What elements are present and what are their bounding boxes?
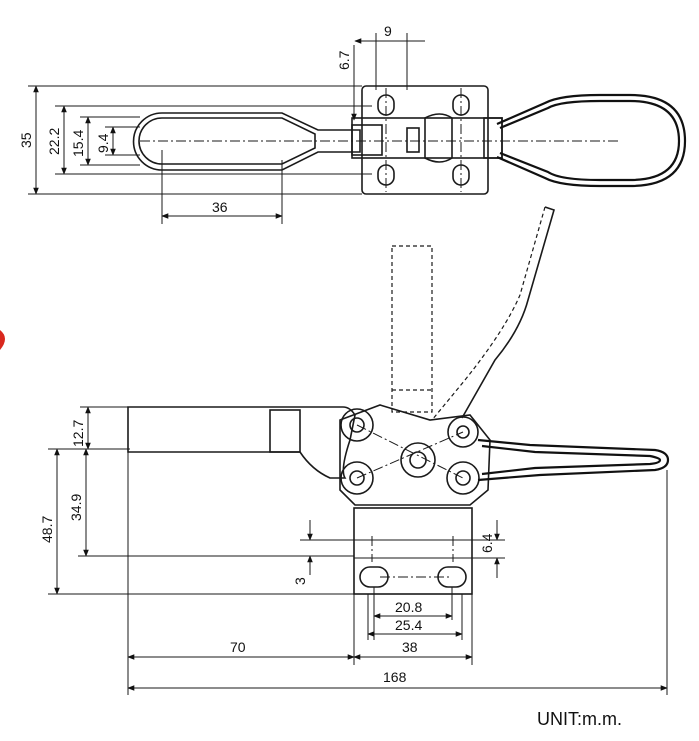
dim-35: 35 [18, 132, 34, 148]
side-view: 12.7 48.7 34.9 6.4 3 20.8 25.4 7 [39, 206, 670, 695]
dim-22-2: 22.2 [46, 128, 62, 155]
top-view: 9 6.7 35 22.2 15.4 9.4 36 [18, 23, 687, 224]
unit-label: UNIT:m.m. [537, 709, 622, 729]
side-spindle [391, 245, 433, 413]
top-base-plate [361, 85, 489, 195]
side-handle-closed [477, 438, 670, 482]
dim-20-8: 20.8 [395, 599, 422, 615]
top-linkage [351, 117, 503, 159]
side-arm [127, 406, 356, 479]
top-handle [496, 93, 687, 188]
dim-36: 36 [212, 199, 228, 215]
dim-48-7: 48.7 [39, 516, 55, 543]
dim-3: 3 [292, 577, 308, 585]
pivot-2 [340, 461, 374, 495]
side-base [353, 507, 473, 595]
top-arm [132, 112, 361, 171]
dim-9: 9 [384, 23, 392, 39]
top-arm-slot [138, 117, 316, 165]
dim-168: 168 [383, 669, 407, 685]
red-edge-mark [0, 330, 5, 350]
side-handle-open [461, 206, 555, 419]
pivot-4 [447, 416, 479, 448]
dim-6-4: 6.4 [479, 533, 495, 553]
dim-34-9: 34.9 [68, 494, 84, 521]
dim-9-4: 9.4 [95, 133, 111, 153]
pivot-3 [400, 442, 436, 478]
pivot-5 [446, 461, 480, 495]
dim-6-7: 6.7 [336, 50, 352, 70]
dim-25-4: 25.4 [395, 617, 422, 633]
dim-15-4: 15.4 [70, 130, 86, 157]
dim-38: 38 [402, 639, 418, 655]
dim-12-7: 12.7 [70, 420, 86, 447]
dim-70: 70 [230, 639, 246, 655]
pivot-1 [340, 408, 374, 442]
